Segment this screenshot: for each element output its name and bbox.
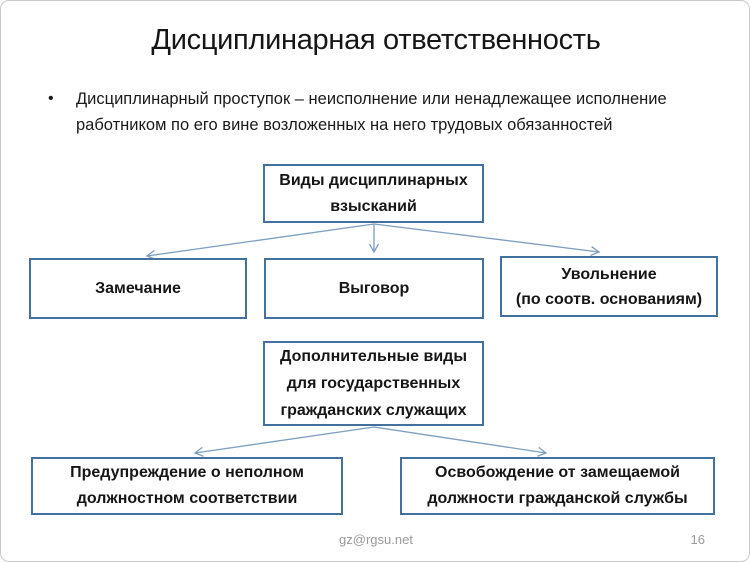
arrow-types-to-remark <box>145 223 375 260</box>
box-additional-line-3: гражданских служащих <box>280 402 467 419</box>
box-types-line-2: взысканий <box>330 197 417 215</box>
box-remark: Замечание <box>29 258 247 319</box>
arrow-additional-to-warning <box>193 426 375 457</box>
box-additional-line-1: Дополнительные виды <box>280 348 467 365</box>
box-reprimand-label: Выговор <box>338 279 410 297</box>
box-reprimand: Выговор <box>264 258 484 319</box>
box-remark-label: Замечание <box>95 279 181 297</box>
box-release-line-2: должности гражданской службы <box>427 490 688 507</box>
arrow-additional-to-release <box>373 426 548 457</box>
bullet-marker: • <box>48 90 54 107</box>
box-warning: Предупреждение о неполном должностном со… <box>31 457 343 515</box>
box-warning-line-2: должностном соответствии <box>76 490 298 507</box>
box-release-line-1: Освобождение от замещаемой <box>435 464 680 481</box>
bullet-item: • Дисциплинарный проступок – неисполнени… <box>45 86 705 138</box>
box-dismissal-line-2: (по соотв. основаниям) <box>515 290 703 308</box>
box-warning-line-1: Предупреждение о неполном <box>70 464 304 481</box>
box-dismissal-line-1: Увольнение <box>561 265 657 283</box>
bullet-text: Дисциплинарный проступок – неисполнение … <box>76 86 705 138</box>
box-additional-types: Дополнительные виды для государственных … <box>263 341 484 426</box>
footer-email: gz@rgsu.net <box>339 532 413 547</box>
page-number: 16 <box>690 532 705 547</box>
arrow-types-to-dismissal <box>373 223 601 257</box>
slide-title: Дисциплинарная ответственность <box>151 24 601 56</box>
bullet-text-line-1: Дисциплинарный проступок – неисполнение … <box>76 90 667 108</box>
box-types-line-1: Виды дисциплинарных <box>279 171 468 189</box>
box-additional-line-2: для государственных <box>286 375 461 392</box>
box-dismissal: Увольнение (по соотв. основаниям) <box>500 256 718 317</box>
box-release: Освобождение от замещаемой должности гра… <box>400 457 715 515</box>
bullet-text-line-2: работником по его вине возложенных на не… <box>76 116 613 134</box>
box-types-of-sanctions: Виды дисциплинарных взысканий <box>263 164 484 223</box>
